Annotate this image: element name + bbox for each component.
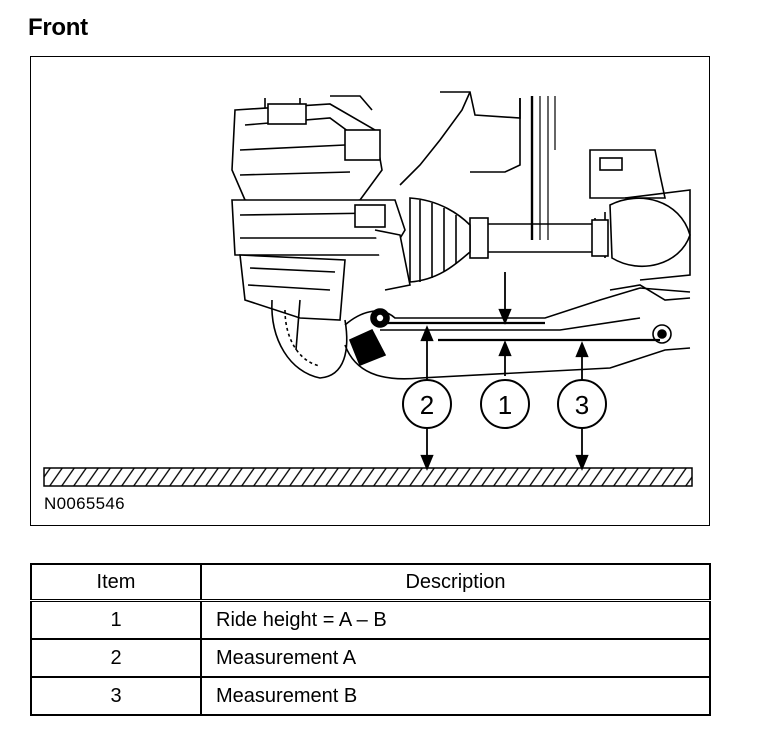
callout-2: 2 <box>402 379 452 429</box>
item-number: 2 <box>30 638 202 678</box>
page-title: Front <box>28 14 88 41</box>
item-description: Ride height = A – B <box>200 599 711 640</box>
header-description: Description <box>200 563 711 602</box>
measurement-markers <box>385 272 660 471</box>
item-number: 3 <box>30 676 202 716</box>
ground-plane <box>43 467 693 487</box>
legend-table: Item Description 1 Ride height = A – B 2… <box>30 563 711 716</box>
header-item: Item <box>30 563 202 602</box>
item-number: 1 <box>30 599 202 640</box>
callout-3-label: 3 <box>575 390 589 420</box>
table-row: 2 Measurement A <box>30 638 711 678</box>
item-description: Measurement A <box>200 638 711 678</box>
callout-1: 1 <box>480 379 530 429</box>
item-description: Measurement B <box>200 676 711 716</box>
figure-frame <box>30 56 710 526</box>
callout-2-label: 2 <box>420 390 434 420</box>
table-row: 3 Measurement B <box>30 676 711 716</box>
callout-1-label: 1 <box>498 390 512 420</box>
suspension-illustration <box>231 91 691 380</box>
figure-id: N0065546 <box>44 494 125 513</box>
table-row: 1 Ride height = A – B <box>30 599 711 640</box>
callout-3: 3 <box>557 379 607 429</box>
legend-header-row: Item Description <box>30 563 711 602</box>
